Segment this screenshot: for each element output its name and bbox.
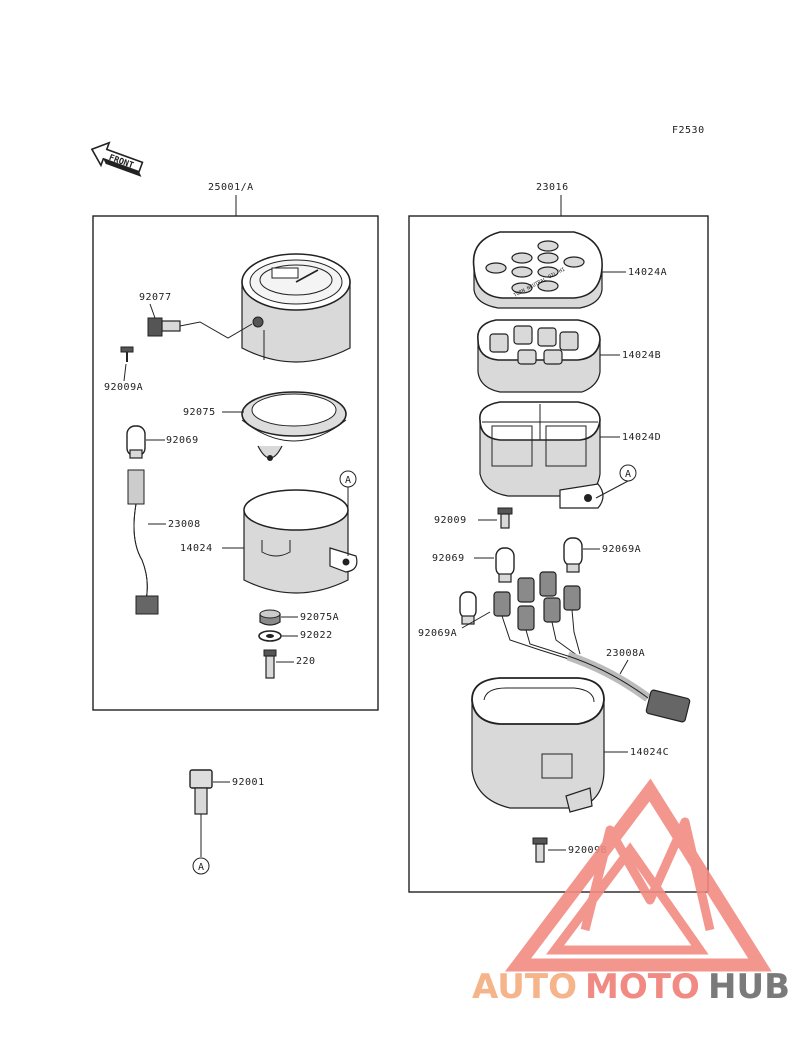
callout-23008: 23008	[168, 519, 201, 530]
callout-14024A: 14024A	[628, 267, 667, 278]
drive-gear-92077	[147, 317, 253, 339]
callout-92001: 92001	[232, 777, 265, 788]
ref-circle-a-left-bottom	[192, 857, 210, 875]
callout-92077: 92077	[139, 292, 172, 303]
cover-14024C	[471, 677, 605, 813]
callout-92009A: 92009A	[104, 382, 143, 393]
ref-a-right: A	[625, 469, 632, 480]
diagram-code: F2530	[672, 125, 705, 136]
callout-92075A: 92075A	[300, 612, 339, 623]
bulb-92069A-right	[563, 537, 583, 573]
group-label-right: 23016	[536, 182, 569, 193]
callout-92069A-right: 92069A	[602, 544, 641, 555]
bolt-220	[263, 649, 277, 679]
callout-92075: 92075	[183, 407, 216, 418]
screw-92009B	[532, 837, 548, 863]
callout-14024B: 14024B	[622, 350, 661, 361]
watermark-part2: MOTO	[585, 967, 700, 1007]
harness-23008A	[566, 651, 691, 723]
grommet-92075A	[259, 609, 281, 626]
socket-cluster	[493, 571, 581, 661]
indicator-panel-14024A: TURN NEUTRAL OIL HI	[472, 231, 603, 309]
screw-92009	[497, 507, 513, 529]
ref-a-left-top: A	[345, 475, 352, 486]
bolt-92001	[189, 769, 213, 815]
watermark-part3: HUB	[708, 967, 790, 1007]
front-arrow-icon: FRONT	[90, 141, 144, 177]
callout-14024D: 14024D	[622, 432, 661, 443]
bulb-92069-right	[495, 547, 515, 583]
ref-a-left-bottom: A	[198, 862, 205, 873]
group-box-right	[408, 215, 709, 893]
callout-92009B: 92009B	[568, 845, 607, 856]
speedometer-meter	[241, 253, 351, 363]
callout-92069-right: 92069	[432, 553, 465, 564]
callout-23008A: 23008A	[606, 648, 645, 659]
callout-220: 220	[296, 656, 316, 667]
lens-block-14024B	[477, 319, 601, 393]
harness-23008	[127, 469, 159, 615]
watermark-logo	[504, 778, 772, 972]
callout-92022: 92022	[300, 630, 333, 641]
washer-92022	[258, 630, 282, 642]
bulb-92069A-left	[459, 591, 477, 625]
ring-92075	[241, 391, 347, 461]
watermark-part1: AUTO	[472, 967, 577, 1007]
screw-92009A	[120, 346, 134, 362]
callout-14024: 14024	[180, 543, 213, 554]
bulb-92069-left	[126, 425, 146, 459]
group-box-left	[92, 215, 379, 711]
callout-14024C: 14024C	[630, 747, 669, 758]
group-label-left: 25001/A	[208, 182, 254, 193]
callout-92069-left: 92069	[166, 435, 199, 446]
housing-14024D	[479, 401, 604, 509]
case-14024	[243, 489, 358, 594]
callout-92009: 92009	[434, 515, 467, 526]
callout-92069A-left: 92069A	[418, 628, 457, 639]
